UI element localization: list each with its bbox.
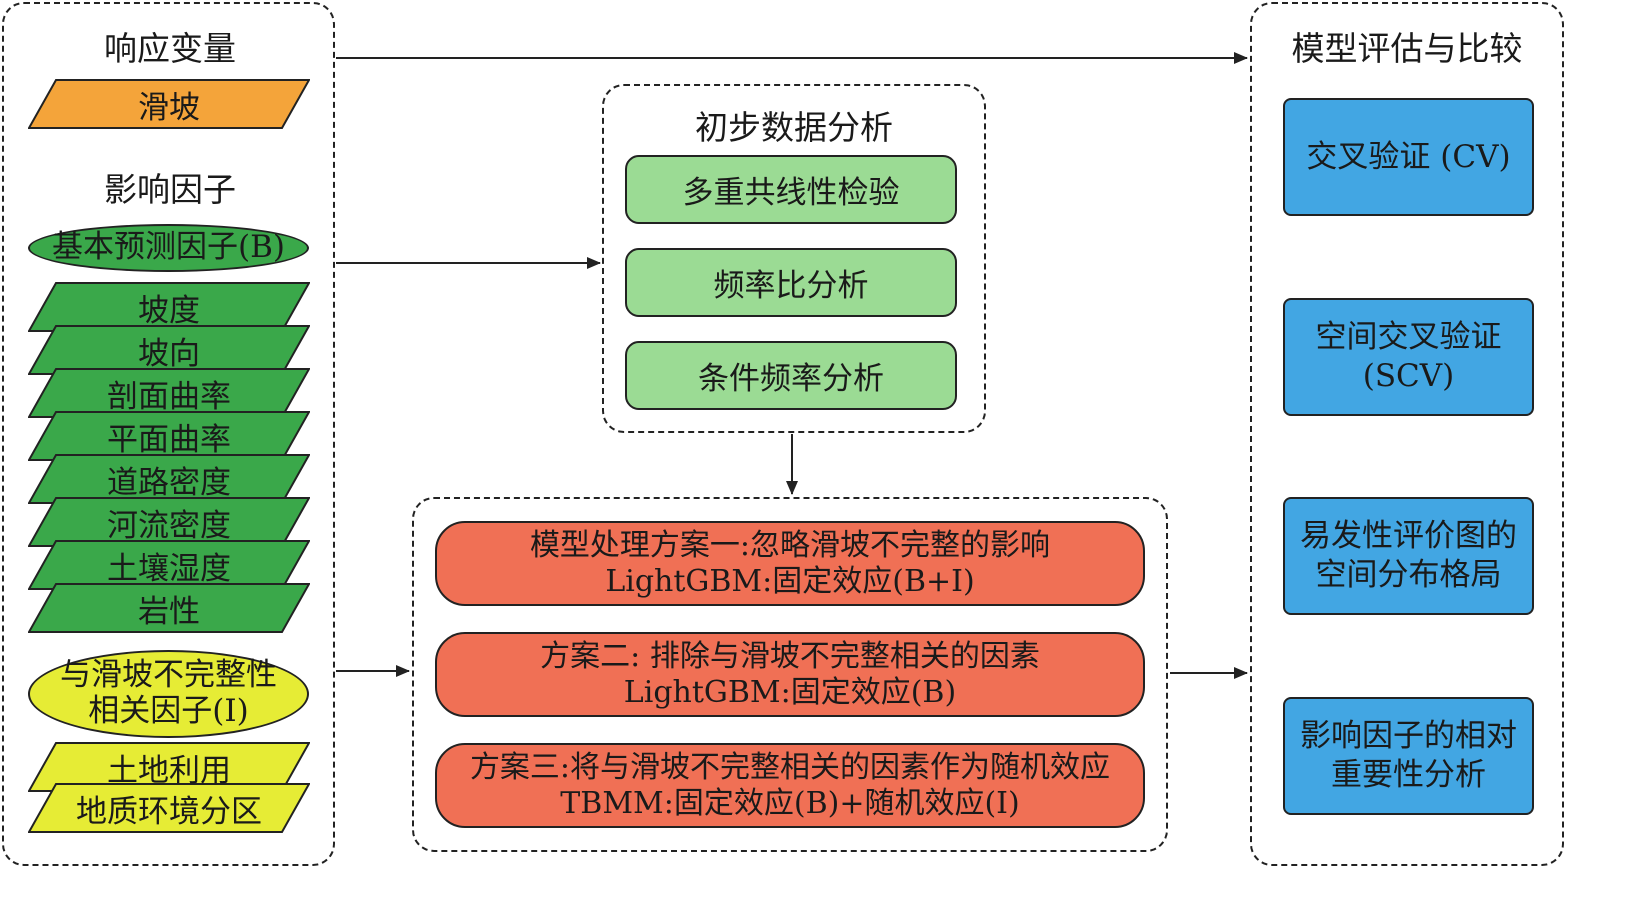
- scheme-one-line1: 模型处理方案一:忽略滑坡不完整的影响: [529, 527, 1051, 563]
- incomplete-label-line1: 与滑坡不完整性: [60, 657, 277, 694]
- scheme-one-line2: LightGBM:固定效应(B+I): [605, 563, 975, 599]
- factor-soil-moisture: 土壤湿度: [28, 540, 310, 590]
- spatial-cross-validation: 空间交叉验证 (SCV): [1283, 298, 1534, 416]
- factor-aspect: 坡向: [28, 325, 310, 375]
- scheme-one: 模型处理方案一:忽略滑坡不完整的影响 LightGBM:固定效应(B+I): [435, 521, 1145, 606]
- scheme-two-line2: LightGBM:固定效应(B): [623, 674, 957, 710]
- basic-factors-label: 基本预测因子(B): [52, 229, 285, 266]
- scheme-three-line2: TBMM:固定效应(B)+随机效应(I): [560, 785, 1020, 821]
- susceptibility-map-pattern: 易发性评价图的 空间分布格局: [1283, 497, 1534, 615]
- basic-factors-stack: 坡度 坡向 剖面曲率 平面曲率 道路密度 河流密度 土壤湿度 岩性: [28, 282, 310, 634]
- factor-geo-environment-zone: 地质环境分区: [28, 783, 310, 833]
- basic-factors-ellipse: 基本预测因子(B): [28, 224, 309, 272]
- factor-importance-analysis: 影响因子的相对 重要性分析: [1283, 697, 1534, 815]
- factor-slope: 坡度: [28, 282, 310, 332]
- input-variables-group: [2, 2, 335, 866]
- response-variable-title: 响应变量: [104, 29, 236, 68]
- factor-land-use: 土地利用: [28, 742, 310, 792]
- landslide-item: 滑坡: [28, 79, 310, 129]
- evaluation-title: 模型评估与比较: [1291, 29, 1523, 68]
- factor-plan-curvature: 平面曲率: [28, 411, 310, 461]
- incomplete-factors-ellipse: 与滑坡不完整性 相关因子(I): [28, 650, 309, 738]
- factors-title: 影响因子: [104, 170, 236, 209]
- conditional-frequency-analysis: 条件频率分析: [625, 341, 957, 410]
- landslide-label: 滑坡: [138, 89, 200, 126]
- scheme-two-line1: 方案二: 排除与滑坡不完整相关的因素: [540, 638, 1040, 674]
- factor-lithology: 岩性: [28, 583, 310, 633]
- frequency-ratio-analysis: 频率比分析: [625, 248, 957, 317]
- preliminary-title: 初步数据分析: [695, 108, 893, 147]
- factor-river-density: 河流密度: [28, 497, 310, 547]
- cross-validation: 交叉验证 (CV): [1283, 98, 1534, 216]
- evaluation-group: [1250, 2, 1564, 866]
- parallelogram-shape: [28, 79, 310, 129]
- scheme-two: 方案二: 排除与滑坡不完整相关的因素 LightGBM:固定效应(B): [435, 632, 1145, 717]
- preliminary-analysis-group: [602, 84, 986, 433]
- incomplete-label-line2: 相关因子(I): [88, 693, 249, 729]
- modeling-schemes-group: [412, 497, 1168, 852]
- scheme-three: 方案三:将与滑坡不完整相关的因素作为随机效应 TBMM:固定效应(B)+随机效应…: [435, 743, 1145, 828]
- multicollinearity-test: 多重共线性检验: [625, 155, 957, 224]
- factor-profile-curvature: 剖面曲率: [28, 368, 310, 418]
- scheme-three-line1: 方案三:将与滑坡不完整相关的因素作为随机效应: [469, 749, 1111, 785]
